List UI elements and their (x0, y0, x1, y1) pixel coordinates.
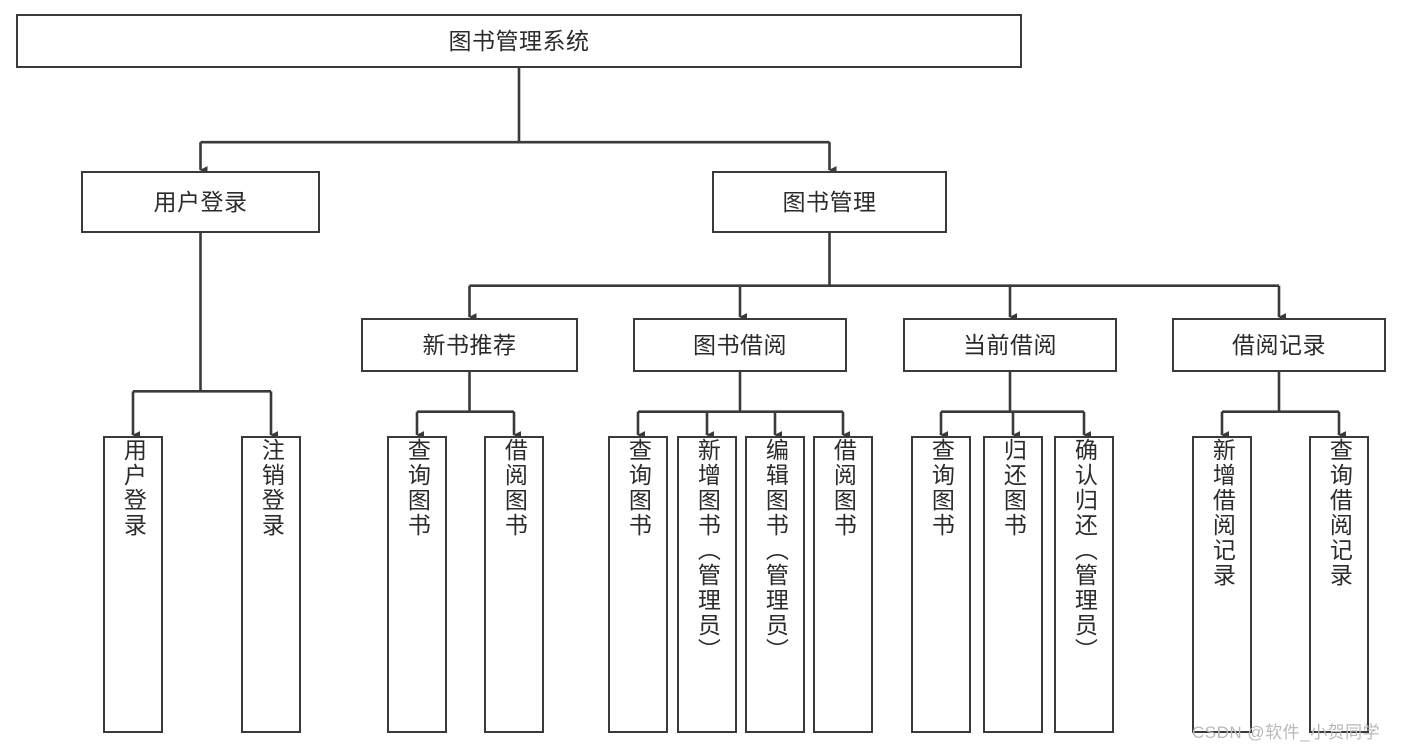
node-leaf-query-book-2-label: 查询图书 (625, 438, 652, 538)
node-leaf-query-book-1[interactable]: 查询图书 (387, 436, 447, 733)
node-borrow-record-label: 借阅记录 (1232, 331, 1326, 358)
node-leaf-return-book[interactable]: 归还图书 (983, 436, 1043, 733)
node-book-borrow-label: 图书借阅 (693, 331, 787, 358)
node-leaf-borrow-book-2[interactable]: 借阅图书 (813, 436, 873, 733)
node-leaf-add-book[interactable]: 新增图书（管理员） (677, 436, 737, 733)
node-new-book-recommend[interactable]: 新书推荐 (361, 318, 578, 372)
node-borrow-record[interactable]: 借阅记录 (1172, 318, 1386, 372)
node-leaf-borrow-book-2-label: 借阅图书 (830, 438, 857, 538)
node-leaf-return-book-label: 归还图书 (1000, 438, 1027, 538)
csdn-watermark: CSDN @软件_小贺同学 (1192, 723, 1381, 742)
node-new-book-recommend-label: 新书推荐 (422, 331, 517, 358)
node-leaf-query-record-label: 查询借阅记录 (1326, 438, 1353, 588)
node-leaf-query-book-2[interactable]: 查询图书 (608, 436, 668, 733)
node-leaf-query-record[interactable]: 查询借阅记录 (1309, 436, 1369, 733)
node-root[interactable]: 图书管理系统 (16, 14, 1022, 68)
node-leaf-confirm-return[interactable]: 确认归还（管理员） (1054, 436, 1114, 733)
node-leaf-add-record-label: 新增借阅记录 (1209, 438, 1236, 588)
node-leaf-borrow-book-1[interactable]: 借阅图书 (484, 436, 544, 733)
node-user-login[interactable]: 用户登录 (81, 171, 320, 233)
node-leaf-user-login[interactable]: 用户登录 (103, 436, 163, 733)
node-leaf-add-book-label: 新增图书（管理员） (694, 438, 721, 663)
node-user-login-label: 用户登录 (153, 188, 248, 215)
node-book-borrow[interactable]: 图书借阅 (633, 318, 847, 372)
node-root-label: 图书管理系统 (448, 27, 590, 54)
node-current-borrow[interactable]: 当前借阅 (903, 318, 1117, 372)
node-book-manage[interactable]: 图书管理 (712, 171, 947, 233)
node-leaf-query-book-3-label: 查询图书 (928, 438, 955, 538)
node-leaf-query-book-1-label: 查询图书 (404, 438, 431, 538)
node-leaf-logout-label: 注销登录 (258, 438, 285, 538)
node-book-manage-label: 图书管理 (782, 188, 877, 215)
node-leaf-query-book-3[interactable]: 查询图书 (911, 436, 971, 733)
node-leaf-add-record[interactable]: 新增借阅记录 (1192, 436, 1252, 733)
node-leaf-edit-book-label: 编辑图书（管理员） (762, 438, 789, 663)
node-leaf-logout[interactable]: 注销登录 (241, 436, 301, 733)
node-leaf-edit-book[interactable]: 编辑图书（管理员） (745, 436, 805, 733)
node-leaf-confirm-return-label: 确认归还（管理员） (1071, 438, 1098, 663)
node-leaf-borrow-book-1-label: 借阅图书 (501, 438, 528, 538)
node-current-borrow-label: 当前借阅 (963, 331, 1057, 358)
node-leaf-user-login-label: 用户登录 (120, 438, 147, 538)
